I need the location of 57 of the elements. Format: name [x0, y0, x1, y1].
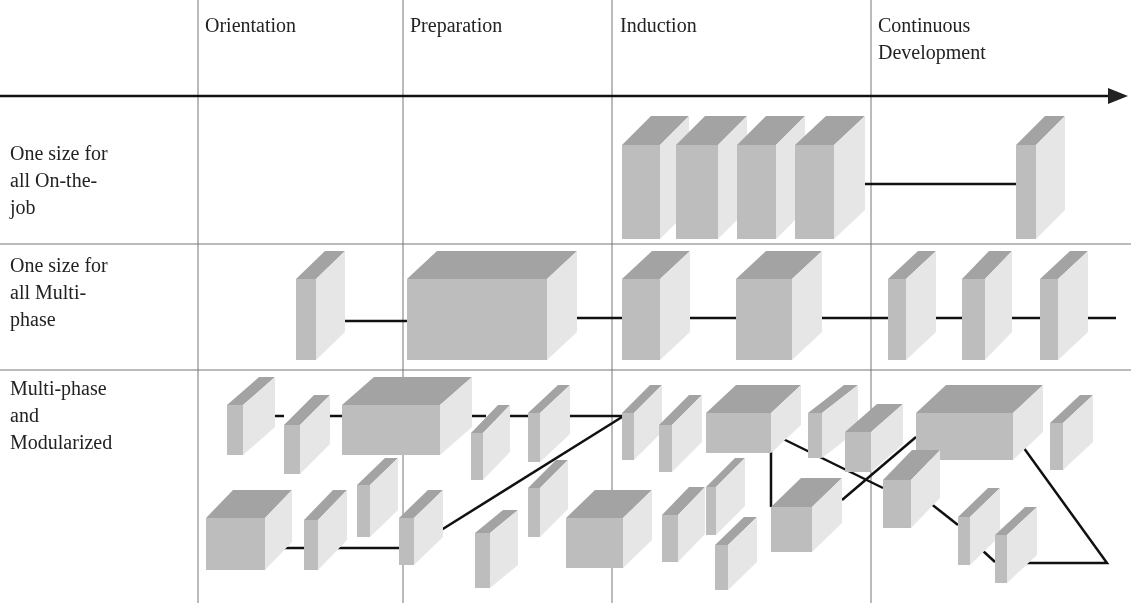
module-block — [737, 116, 805, 239]
row-header: One size for all On-the-job — [10, 141, 109, 221]
column-header: Preparation — [410, 13, 504, 39]
module-block — [566, 490, 652, 568]
module-block — [795, 116, 865, 239]
column-header: Continuous Development — [878, 13, 987, 66]
connector-line — [936, 316, 962, 320]
connector-line — [841, 436, 917, 501]
connector-line — [690, 316, 736, 320]
module-block — [676, 116, 747, 239]
module-block — [995, 507, 1037, 583]
module-block — [715, 517, 757, 590]
module-block — [357, 458, 398, 537]
module-block — [528, 460, 568, 537]
module-block — [845, 404, 903, 472]
module-block — [304, 490, 347, 570]
module-block — [528, 385, 570, 462]
module-block — [916, 385, 1043, 460]
module-block — [883, 450, 940, 528]
module-block — [659, 395, 702, 472]
module-block — [958, 488, 1000, 565]
module-block — [706, 385, 801, 453]
module-block — [475, 510, 518, 588]
module-block — [284, 395, 330, 474]
module-block — [471, 405, 510, 480]
module-block — [888, 251, 936, 360]
connector-line — [1012, 316, 1040, 320]
module-block — [771, 478, 842, 552]
module-block — [808, 385, 858, 458]
module-block — [962, 251, 1012, 360]
row-header: One size for all Multi-phase — [10, 253, 109, 333]
column-header: Induction — [620, 13, 698, 38]
connector-line — [865, 182, 1016, 186]
module-block — [227, 377, 275, 455]
module-block — [622, 385, 662, 460]
connector-line — [510, 414, 528, 418]
module-block — [622, 251, 690, 360]
connector-line — [345, 319, 407, 323]
connector-line — [472, 414, 486, 418]
module-block — [342, 377, 472, 455]
module-block — [407, 251, 577, 360]
connector-line — [1088, 316, 1116, 320]
connector-line — [822, 316, 888, 320]
module-block — [706, 458, 745, 535]
module-block — [1016, 116, 1065, 239]
row-header: Multi-phase and Modularized — [10, 376, 114, 455]
module-block — [1050, 395, 1093, 470]
connector-line — [330, 414, 342, 418]
module-block — [736, 251, 822, 360]
module-block — [206, 490, 292, 570]
connector-line — [577, 316, 622, 320]
module-block — [296, 251, 345, 360]
module-block — [1040, 251, 1088, 360]
column-header: Orientation — [205, 13, 298, 38]
connector-line — [981, 549, 996, 563]
module-block — [662, 487, 705, 562]
module-block — [399, 490, 443, 565]
